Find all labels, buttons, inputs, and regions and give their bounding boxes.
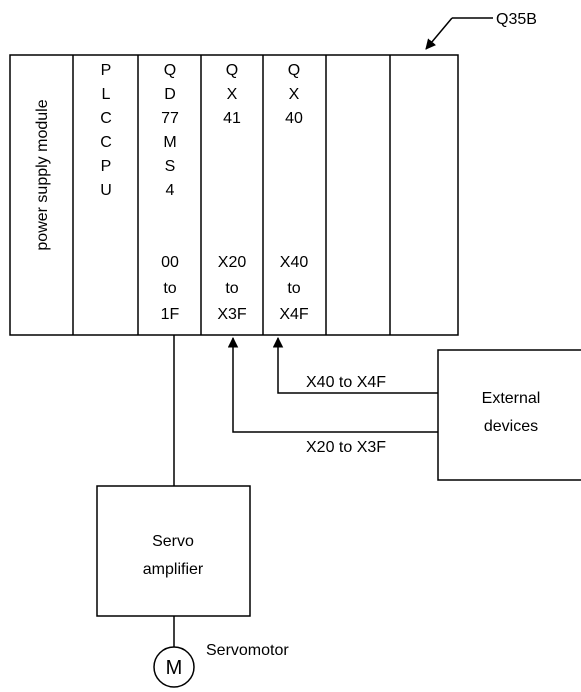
motor-symbol-letter: M <box>166 657 183 679</box>
servo-amplifier: Servo amplifier <box>96 335 251 617</box>
slot-text: C <box>100 134 112 151</box>
signal-label-x40-x4f: X40 to X4F <box>306 374 386 391</box>
slot-range-text: X20 <box>218 254 247 271</box>
slot-range-text: X40 <box>280 254 309 271</box>
slot-range-text: X3F <box>217 306 247 323</box>
external-devices-label: External <box>482 390 541 407</box>
base-unit-frame <box>9 54 459 336</box>
slot-text: 77 <box>161 110 179 127</box>
signal-label-x20-x3f: X20 to X3F <box>306 439 386 456</box>
motor-symbol <box>153 646 195 688</box>
slot-text: Q <box>226 62 238 79</box>
slot-plc-cpu: P L C C P U <box>100 62 112 199</box>
signal-line-x40-x4f <box>272 336 438 394</box>
external-devices: External devices <box>437 349 581 481</box>
servomotor-label: Servomotor <box>206 642 289 659</box>
slot-text: Q <box>288 62 300 79</box>
slot-text: P <box>101 62 112 79</box>
signal-line-x20-x3f <box>227 336 438 433</box>
slot-text: L <box>102 86 111 103</box>
slot-text: S <box>165 158 176 175</box>
slot-text: U <box>100 182 112 199</box>
base-unit-callout: Q35B <box>425 11 537 50</box>
slot-text: C <box>100 110 112 127</box>
servo-amplifier-label: Servo <box>152 533 194 550</box>
slot-text: P <box>101 158 112 175</box>
callout-label: Q35B <box>496 11 537 28</box>
slot-text: X <box>227 86 238 103</box>
slot-range-text: 00 <box>161 254 179 271</box>
slot-text: 41 <box>223 110 241 127</box>
slot-range-text: 1F <box>161 306 180 323</box>
power-supply-label: power supply module <box>34 99 51 250</box>
callout-arrow <box>425 17 453 50</box>
servo-amplifier-label: amplifier <box>143 561 204 578</box>
slot-qx40: Q X 40 X40 to X4F <box>279 62 309 323</box>
slot-text: 40 <box>285 110 303 127</box>
slot-text: M <box>163 134 176 151</box>
slot-range-text: X4F <box>279 306 309 323</box>
slot-range-text: to <box>287 280 300 297</box>
slot-range-text: to <box>225 280 238 297</box>
base-unit: power supply module P L C C P U Q D 77 M… <box>9 54 459 336</box>
signal-connections: X40 to X4F X20 to X3F <box>227 336 438 456</box>
slot-qd77ms4: Q D 77 M S 4 00 to 1F <box>161 62 180 323</box>
external-devices-box <box>437 349 581 481</box>
servo-amplifier-box <box>96 485 251 617</box>
slot-text: D <box>164 86 176 103</box>
external-devices-label: devices <box>484 418 538 435</box>
slot-range-text: to <box>163 280 176 297</box>
slot-text: 4 <box>166 182 175 199</box>
slot-qx41: Q X 41 X20 to X3F <box>217 62 247 323</box>
slot-text: X <box>289 86 300 103</box>
servomotor: M Servomotor <box>153 616 289 688</box>
slot-text: Q <box>164 62 176 79</box>
